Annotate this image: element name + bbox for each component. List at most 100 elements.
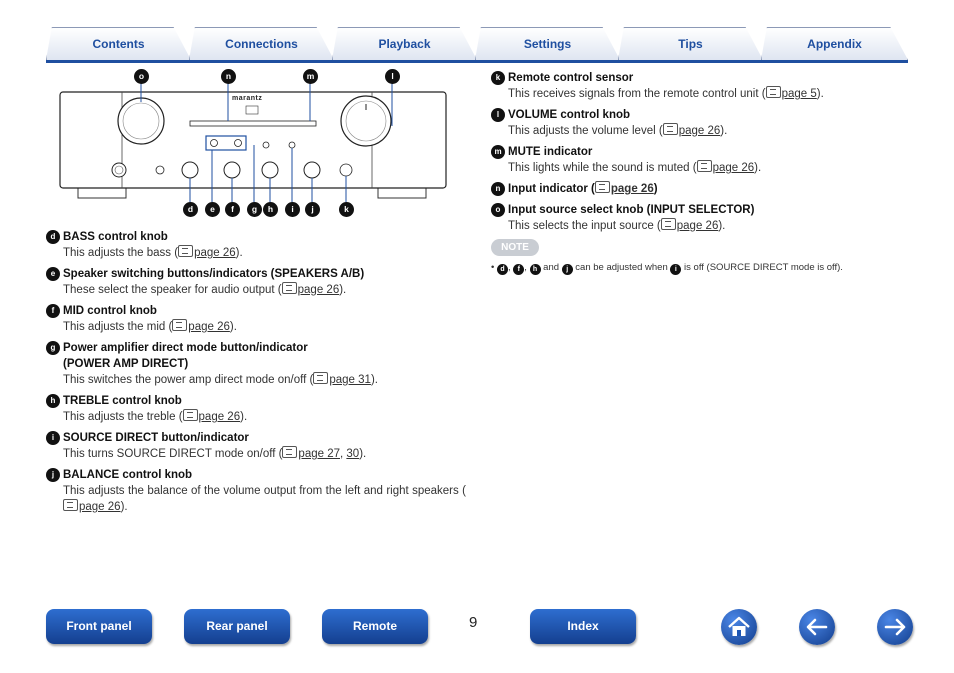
ref-number: f	[513, 264, 525, 275]
tab-tips[interactable]: Tips	[618, 27, 763, 60]
item-number: n	[491, 182, 505, 196]
item-title: Speaker switching buttons/indicators (SP…	[63, 268, 365, 280]
list-item: l VOLUME control knob This adjusts the v…	[491, 107, 901, 139]
page-link[interactable]: page 26	[297, 284, 340, 296]
item-title: TREBLE control knob	[63, 395, 182, 407]
tab-contents[interactable]: Contents	[46, 27, 191, 60]
back-button[interactable]	[799, 609, 835, 645]
item-number: d	[46, 230, 60, 244]
tab-appendix[interactable]: Appendix	[761, 27, 908, 60]
callout-e: e	[205, 202, 220, 217]
item-description: This switches the power amp direct mode …	[63, 372, 378, 386]
page-link[interactable]: page 26	[678, 125, 721, 137]
item-title: MID control knob	[63, 305, 157, 317]
page-link[interactable]: page 5	[781, 88, 817, 100]
item-number: e	[46, 267, 60, 281]
page-ref-icon	[63, 499, 78, 511]
callout-h: h	[263, 202, 278, 217]
page-link[interactable]: page 26	[712, 162, 755, 174]
page-link[interactable]: 30	[346, 448, 360, 460]
item-number: o	[491, 203, 505, 217]
rear-panel-button[interactable]: Rear panel	[184, 609, 290, 644]
page-ref-icon	[765, 86, 781, 98]
index-button[interactable]: Index	[530, 609, 636, 644]
item-description: This selects the input source (page 26).	[508, 218, 726, 232]
list-item: j BALANCE control knob This adjusts the …	[46, 467, 466, 515]
tab-settings[interactable]: Settings	[475, 27, 620, 60]
item-number: m	[491, 145, 505, 159]
item-number: j	[46, 468, 60, 482]
page-ref-icon	[662, 123, 678, 135]
page-ref-icon	[594, 181, 610, 193]
top-tab-bar: Contents Connections Playback Settings T…	[46, 27, 908, 63]
item-title: SOURCE DIRECT button/indicator	[63, 432, 249, 444]
page-ref-icon	[696, 160, 712, 172]
home-icon	[728, 616, 750, 636]
brand-logo: marantz	[232, 95, 263, 102]
item-number: l	[491, 108, 505, 122]
page-link[interactable]: page 26	[610, 183, 654, 195]
front-panel-button[interactable]: Front panel	[46, 609, 152, 644]
callout-m: m	[303, 69, 318, 84]
ref-number: j	[561, 264, 573, 275]
item-description: This turns SOURCE DIRECT mode on/off (pa…	[63, 446, 367, 460]
item-title: Remote control sensor	[508, 72, 634, 84]
tab-playback[interactable]: Playback	[332, 27, 477, 60]
arrow-right-icon	[884, 618, 906, 636]
item-description: This adjusts the balance of the volume o…	[63, 485, 466, 513]
page-link[interactable]: page 27	[298, 448, 340, 460]
list-item: i SOURCE DIRECT button/indicator This tu…	[46, 430, 466, 462]
list-item: k Remote control sensor This receives si…	[491, 70, 901, 102]
list-item: d BASS control knob This adjusts the bas…	[46, 229, 466, 261]
page-link[interactable]: page 26	[676, 220, 719, 232]
page-link[interactable]: page 26	[188, 321, 230, 333]
item-number: f	[46, 304, 60, 318]
list-item: h TREBLE control knob This adjusts the t…	[46, 393, 466, 425]
item-title: Input indicator (page 26)	[508, 181, 658, 195]
left-item-list: d BASS control knob This adjusts the bas…	[46, 229, 466, 520]
list-item: e Speaker switching buttons/indicators (…	[46, 266, 466, 298]
item-title: VOLUME control knob	[508, 109, 631, 121]
page-ref-icon	[281, 282, 297, 294]
item-description: This lights while the sound is muted (pa…	[508, 160, 762, 174]
ref-number: i	[670, 264, 682, 275]
note-badge: NOTE	[491, 239, 539, 256]
page-ref-icon	[313, 372, 329, 384]
front-panel-diagram: marantz o n m l d e f g h i j k	[56, 66, 454, 226]
item-title: BALANCE control knob	[63, 469, 193, 481]
right-item-list: k Remote control sensor This receives si…	[491, 70, 901, 239]
item-description: These select the speaker for audio outpu…	[63, 282, 347, 296]
item-title: Input source select knob (INPUT SELECTOR…	[508, 204, 755, 216]
ref-number: d	[496, 264, 508, 275]
tab-underline	[46, 60, 908, 63]
item-title: Power amplifier direct mode button/indic…	[63, 342, 308, 354]
callout-d: d	[183, 202, 198, 217]
callout-o: o	[134, 69, 149, 84]
item-description: This adjusts the treble (page 26).	[63, 409, 248, 423]
tab-connections[interactable]: Connections	[189, 27, 334, 60]
page-link[interactable]: page 26	[79, 501, 121, 513]
item-title: MUTE indicator	[508, 146, 593, 158]
page-link[interactable]: page 31	[329, 374, 371, 386]
item-number: h	[46, 394, 60, 408]
amplifier-illustration	[59, 82, 447, 202]
item-description: This adjusts the mid (page 26).	[63, 319, 237, 333]
page-link[interactable]: page 26	[194, 247, 236, 259]
page-ref-icon	[660, 218, 676, 230]
callout-i: i	[285, 202, 300, 217]
ref-number: h	[529, 264, 541, 275]
remote-button[interactable]: Remote	[322, 609, 428, 644]
item-description: This receives signals from the remote co…	[508, 86, 824, 100]
home-button[interactable]	[721, 609, 757, 645]
callout-k: k	[339, 202, 354, 217]
page-ref-icon	[282, 446, 298, 458]
list-item: m MUTE indicator This lights while the s…	[491, 144, 901, 176]
list-item: n Input indicator (page 26)	[491, 181, 901, 197]
item-title: BASS control knob	[63, 231, 168, 243]
forward-button[interactable]	[877, 609, 913, 645]
item-description: This adjusts the volume level (page 26).	[508, 123, 728, 137]
page-link[interactable]: page 26	[198, 411, 241, 423]
item-title-line2: (POWER AMP DIRECT)	[63, 358, 189, 370]
callout-g: g	[247, 202, 262, 217]
arrow-left-icon	[806, 618, 828, 636]
